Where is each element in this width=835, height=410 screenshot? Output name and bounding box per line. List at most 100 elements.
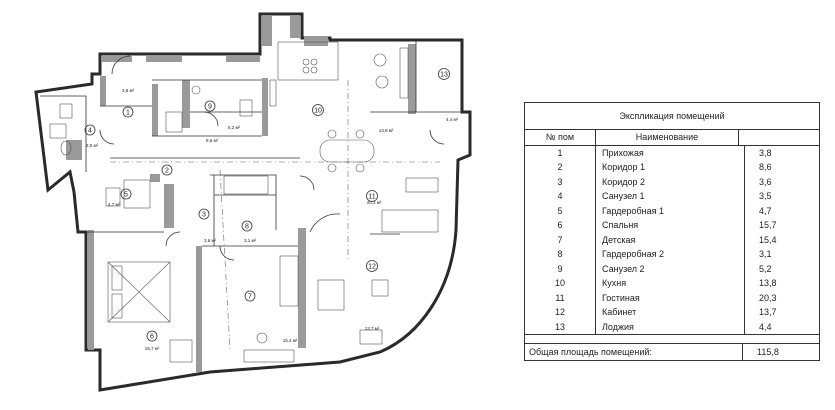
room-9: 9 5,2 м² xyxy=(204,100,241,130)
cell-name: Кухня xyxy=(596,276,745,291)
explication-table: Экспликация помещений № пом Наименование… xyxy=(524,102,820,361)
cell-name: Санузел 2 xyxy=(596,261,745,276)
svg-text:10: 10 xyxy=(314,108,322,115)
cell-name: Коридор 2 xyxy=(596,174,745,189)
door-arcs xyxy=(99,55,445,261)
svg-text:8,6 м²: 8,6 м² xyxy=(206,138,219,143)
room-5: 5 4,7 м² xyxy=(108,188,132,207)
header-num: № пом xyxy=(525,130,596,145)
table-title: Экспликация помещений xyxy=(525,103,819,130)
table-header: № пом Наименование xyxy=(525,130,819,146)
cell-name: Детская xyxy=(596,232,745,247)
cell-name: Кабинет xyxy=(596,305,745,320)
svg-text:13: 13 xyxy=(440,72,448,79)
cell-num: 9 xyxy=(525,261,596,276)
cell-area: 3,6 xyxy=(759,176,772,187)
svg-text:15,4 м²: 15,4 м² xyxy=(283,338,298,343)
room-10: 10 13,8 м² xyxy=(312,104,394,133)
svg-text:2: 2 xyxy=(165,168,169,175)
cell-num: 13 xyxy=(525,319,596,334)
svg-text:8: 8 xyxy=(245,224,249,231)
svg-text:7: 7 xyxy=(248,294,252,301)
cell-num: 3 xyxy=(525,174,596,189)
room-12: 12 13,7 м² xyxy=(365,260,380,331)
room-labels: 1 3,8 м² 2 8,6 м² 3 3,6 м² 4 3,5 м² 5 4,… xyxy=(84,68,459,351)
svg-text:13,8 м²: 13,8 м² xyxy=(379,128,394,133)
room-3: 3 3,6 м² xyxy=(198,208,217,243)
room-6: 6 15,7 м² xyxy=(145,330,160,351)
floor-plan: 1 3,8 м² 2 8,6 м² 3 3,6 м² 4 3,5 м² 5 4,… xyxy=(34,12,472,392)
svg-text:4,7 м²: 4,7 м² xyxy=(108,202,121,207)
room-13: 13 4,4 м² xyxy=(438,68,459,122)
cell-num: 7 xyxy=(525,232,596,247)
svg-text:3,8 м²: 3,8 м² xyxy=(122,88,135,93)
room-7: 7 15,4 м² xyxy=(244,290,298,343)
cell-area: 4,4 xyxy=(759,321,772,332)
header-name: Наименование xyxy=(596,130,739,145)
cell-num: 11 xyxy=(525,290,596,305)
svg-text:3,5 м²: 3,5 м² xyxy=(86,143,99,148)
svg-text:4: 4 xyxy=(88,128,92,135)
cell-area: 3,1 xyxy=(759,249,772,259)
table-total: Общая площадь помещений: 115,8 xyxy=(525,344,819,360)
cell-area: 15,7 xyxy=(759,220,777,230)
internal-walls xyxy=(40,40,462,247)
cell-num: 6 xyxy=(525,218,596,233)
room-1: 1 3,8 м² xyxy=(122,88,135,118)
room-11: 11 20,3 м² xyxy=(366,190,382,205)
cell-area: 8,6 xyxy=(759,162,772,172)
svg-text:11: 11 xyxy=(368,194,375,201)
total-label: Общая площадь помещений: xyxy=(525,344,743,360)
cell-name: Спальня xyxy=(596,218,745,233)
cell-num: 5 xyxy=(525,203,596,218)
cell-name: Гардеробная 1 xyxy=(596,203,745,218)
cell-area: 3,8 xyxy=(759,147,772,158)
svg-text:9: 9 xyxy=(208,104,212,111)
room-4: 4 3,5 м² xyxy=(84,124,99,148)
cell-area: 5,2 xyxy=(759,263,772,274)
total-value: 115,8 xyxy=(757,347,779,357)
cell-name: Лоджия xyxy=(596,319,745,334)
cell-area: 3,5 xyxy=(759,191,772,201)
cell-area: 20,3 xyxy=(759,292,777,303)
cell-num: 12 xyxy=(525,305,596,320)
cell-area: 4,7 xyxy=(759,205,772,216)
svg-text:6: 6 xyxy=(150,334,154,341)
wall-hatching xyxy=(66,16,416,372)
cell-name: Коридор 1 xyxy=(596,160,745,175)
cell-area: 13,7 xyxy=(759,307,777,317)
cell-num: 8 xyxy=(525,247,596,262)
cell-area: 13,8 xyxy=(759,278,777,288)
cell-name: Гардеробная 2 xyxy=(596,247,745,262)
svg-text:3,6 м²: 3,6 м² xyxy=(204,238,217,243)
cell-num: 2 xyxy=(525,160,596,175)
cell-area: 15,4 xyxy=(759,234,777,245)
cell-name: Прихожая xyxy=(596,145,745,160)
svg-text:3,1 м²: 3,1 м² xyxy=(244,238,257,243)
cell-name: Санузел 1 xyxy=(596,189,745,204)
cell-num: 10 xyxy=(525,276,596,291)
svg-text:12: 12 xyxy=(368,264,376,271)
svg-text:1: 1 xyxy=(126,110,130,117)
room-2: 2 8,6 м² xyxy=(161,138,219,176)
svg-text:13,7 м²: 13,7 м² xyxy=(365,326,380,331)
furniture xyxy=(49,41,439,363)
svg-text:20,3 м²: 20,3 м² xyxy=(367,200,382,205)
svg-text:5,2 м²: 5,2 м² xyxy=(228,125,241,130)
outer-walls xyxy=(34,12,472,392)
header-area xyxy=(739,130,819,145)
